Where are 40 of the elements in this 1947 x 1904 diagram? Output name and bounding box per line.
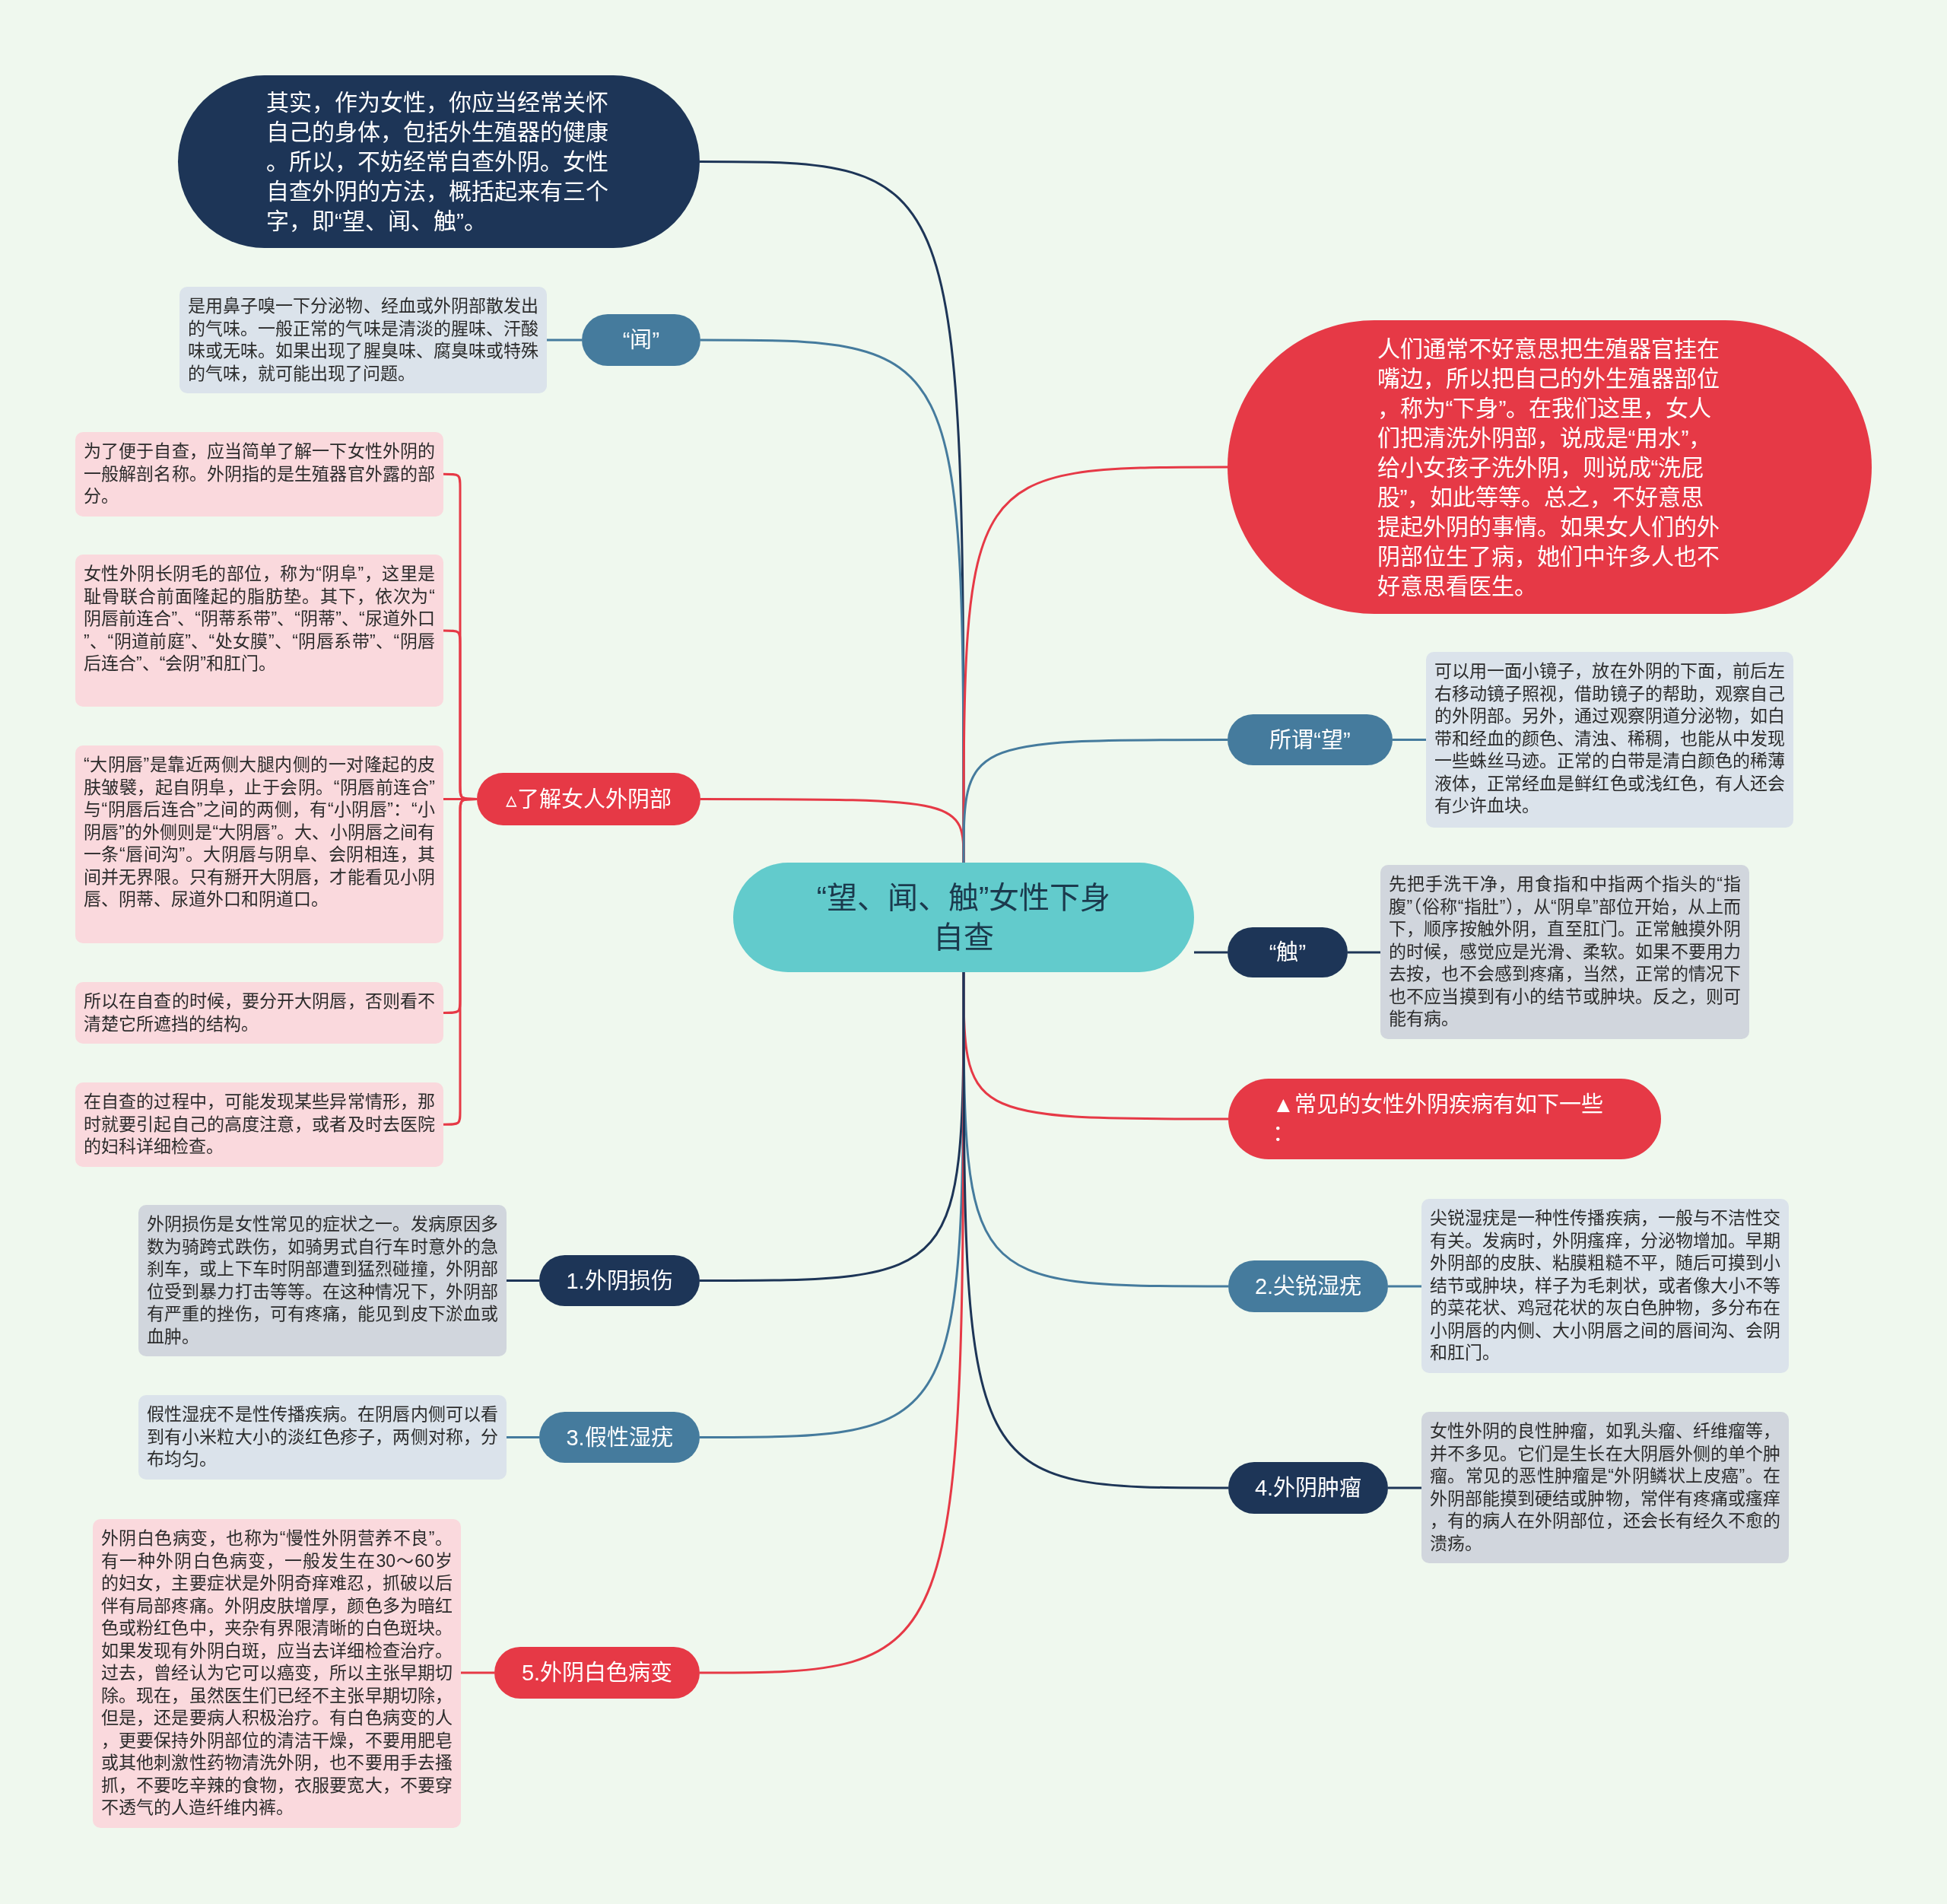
note-card: 假性湿疣不是性传播疾病。在阴唇内侧可以看到有小米粒大小的淡红色疹子，两侧对称，分布均匀。 xyxy=(138,1395,507,1480)
connector-line xyxy=(962,972,1228,1489)
note-card: 是用鼻子嗅一下分泌物、经血或外阴部散发出的气味。一般正常的气味是清淡的腥味、汗酸味或无味。如果出现了腥臭味、腐臭味或特殊的气味，就可能出现了问题。 xyxy=(179,287,547,393)
note-card: 外阴白色病变，也称为“慢性外阴营养不良”。有一种外阴白色病变，一般发生在30～60岁的妇女，主要症状是外阴奇痒难忍，抓破以后伴有局部疼痛。外阴皮肤增厚，颜色多为暗红色或粉红色中，夹杂有界限清晰的白色斑块。如果发现有外阴白斑，应当去详细检查治疗。过去，曾经认为它可以癌变，所以主张早期切除。现在，虽然医生们已经不主张早期切除，但是，还是要病人积极治疗。有白色病变的人，更要保持外阴部位的清洁干燥，不要用肥皂或其他刺激性药物清洗外阴，也不要用手去搔抓，不要吃辛辣的食物，衣服要宽大，不要穿不透气的人造纤维内裤。 xyxy=(93,1519,461,1828)
connector-line xyxy=(1388,1486,1421,1489)
connector-line xyxy=(1393,739,1426,741)
note-card: 在自查的过程中，可能发现某些异常情形，那时就要引起自己的高度注意，或者及时去医院的妇科详细检查。 xyxy=(75,1082,443,1167)
note-card: 外阴损伤是女性常见的症状之一。发病原因多数为骑跨式跌伤，如骑男式自行车时意外的急刹车，或上下车时阴部遭到猛烈碰撞，外阴部位受到暴力打击等等。在这种情况下，外阴部有严重的挫伤，可有疼痛，能见到皮下淤血或血肿。 xyxy=(138,1205,507,1356)
connector-line xyxy=(1388,1285,1421,1288)
topic-pill: ▲常见的女性外阴疾病有如下一些： xyxy=(1228,1079,1661,1159)
connector-line xyxy=(547,339,582,342)
note-card: “大阴唇”是靠近两侧大腿内侧的一对隆起的皮肤皱襞，起自阴阜，止于会阴。“阴唇前连合”与“阴唇后连合”之间的两侧，有“小阴唇”：“小阴唇”的外侧则是“大阴唇”。大、小阴唇之间有一条“唇间沟”。大阴唇与阴阜、会阴相连，其间并无界限。只有掰开大阴唇，才能看见小阴唇、阴蒂、尿道外口和阴道口。 xyxy=(75,745,443,943)
topic-pill: 其实，作为女性，你应当经常关怀自己的身体，包括外生殖器的健康。所以，不妨经常自查外阴。女性自查外阴的方法，概括起来有三个字，即“望、闻、触”。 xyxy=(178,75,700,248)
connector-line xyxy=(700,972,965,1674)
note-card: 可以用一面小镜子，放在外阴的下面，前后左右移动镜子照视，借助镜子的帮助，观察自己的外阴部。另外，通过观察阴道分泌物，如白带和经血的颜色、清浊、稀稠，也能从中发现一些蛛丝马迹。正常的白带是清白颜色的稀薄液体，正常经血是鲜红色或浅红色，有人还会有少许血块。 xyxy=(1426,652,1793,828)
topic-pill: ▵了解女人外阴部 xyxy=(477,773,700,825)
topic-pill: 人们通常不好意思把生殖器官挂在嘴边，所以把自己的外生殖器部位，称为“下身”。在我们这里，女人们把清洗外阴部，说成是“用水”，给小女孩子洗外阴，则说成“洗屁股”，如此等等。总之，不好意思提起外阴的事情。如果女人们的外阴部位生了病，她们中许多人也不好意思看医生。 xyxy=(1228,320,1872,614)
topic-pill: 4.外阴肿瘤 xyxy=(1228,1462,1388,1514)
note-card: 为了便于自查，应当简单了解一下女性外阴的一般解剖名称。外阴指的是生殖器官外露的部分。 xyxy=(75,432,443,517)
topic-pill: 1.外阴损伤 xyxy=(539,1255,700,1306)
connector-line xyxy=(507,1436,539,1438)
connector-line xyxy=(461,1671,494,1674)
topic-pill: “触” xyxy=(1228,927,1348,977)
connector-line xyxy=(443,798,477,1126)
connector-line xyxy=(1348,951,1380,954)
connector-line xyxy=(962,739,1228,863)
note-card: 女性外阴的良性肿瘤，如乳头瘤、纤维瘤等，并不多见。它们是生长在大阴唇外侧的单个肿瘤。常见的恶性肿瘤是“外阴鳞状上皮癌”。在外阴部能摸到硬结或肿物，常伴有疼痛或瘙痒，有的病人在外阴部位，还会长有经久不愈的溃疡。 xyxy=(1421,1412,1789,1563)
connector-line xyxy=(700,798,965,863)
topic-pill: 所谓“望” xyxy=(1228,714,1393,765)
note-card: 女性外阴长阴毛的部位，称为“阴阜”，这里是耻骨联合前面隆起的脂肪垫。其下，依次为“阴唇前连合”、“阴蒂系带”、“阴蒂”、“尿道外口”、“阴道前庭”、“处女膜”、“阴唇系带”、“阴唇后连合”、“会阴”和肛门。 xyxy=(75,555,443,707)
topic-pill: 2.尖锐湿疣 xyxy=(1228,1260,1388,1312)
topic-pill: “闻” xyxy=(582,314,700,366)
note-card: 所以在自查的时候，要分开大阴唇，否则看不清楚它所遮挡的结构。 xyxy=(75,982,443,1044)
note-card: 先把手洗干净，用食指和中指两个指头的“指腹”（俗称“指肚”），从“阴阜”部位开始，从上而下，顺序按触外阴，直至肛门。正常触摸外阴的时候，感觉应是光滑、柔软。如果不要用力去按，也不会感到疼痛，当然，正常的情况下也不应当摸到有小的结节或肿块。反之，则可能有病。 xyxy=(1380,865,1749,1039)
topic-pill: 5.外阴白色病变 xyxy=(494,1647,700,1699)
central-topic: “望、闻、触”女性下身自查 xyxy=(733,863,1194,972)
connector-line xyxy=(1194,951,1228,954)
note-card: 尖锐湿疣是一种性传播疾病，一般与不洁性交有关。发病时，外阴瘙痒，分泌物增加。早期外阴部的皮肤、粘膜粗糙不平，随后可摸到小结节或肿块，样子为毛刺状，或者像大小不等的菜花状、鸡冠花状的灰白色肿物，多分布在小阴唇的内侧、大小阴唇之间的唇间沟、会阴和肛门。 xyxy=(1421,1199,1789,1373)
topic-pill: 3.假性湿疣 xyxy=(539,1412,700,1463)
connector-line xyxy=(507,1279,539,1282)
